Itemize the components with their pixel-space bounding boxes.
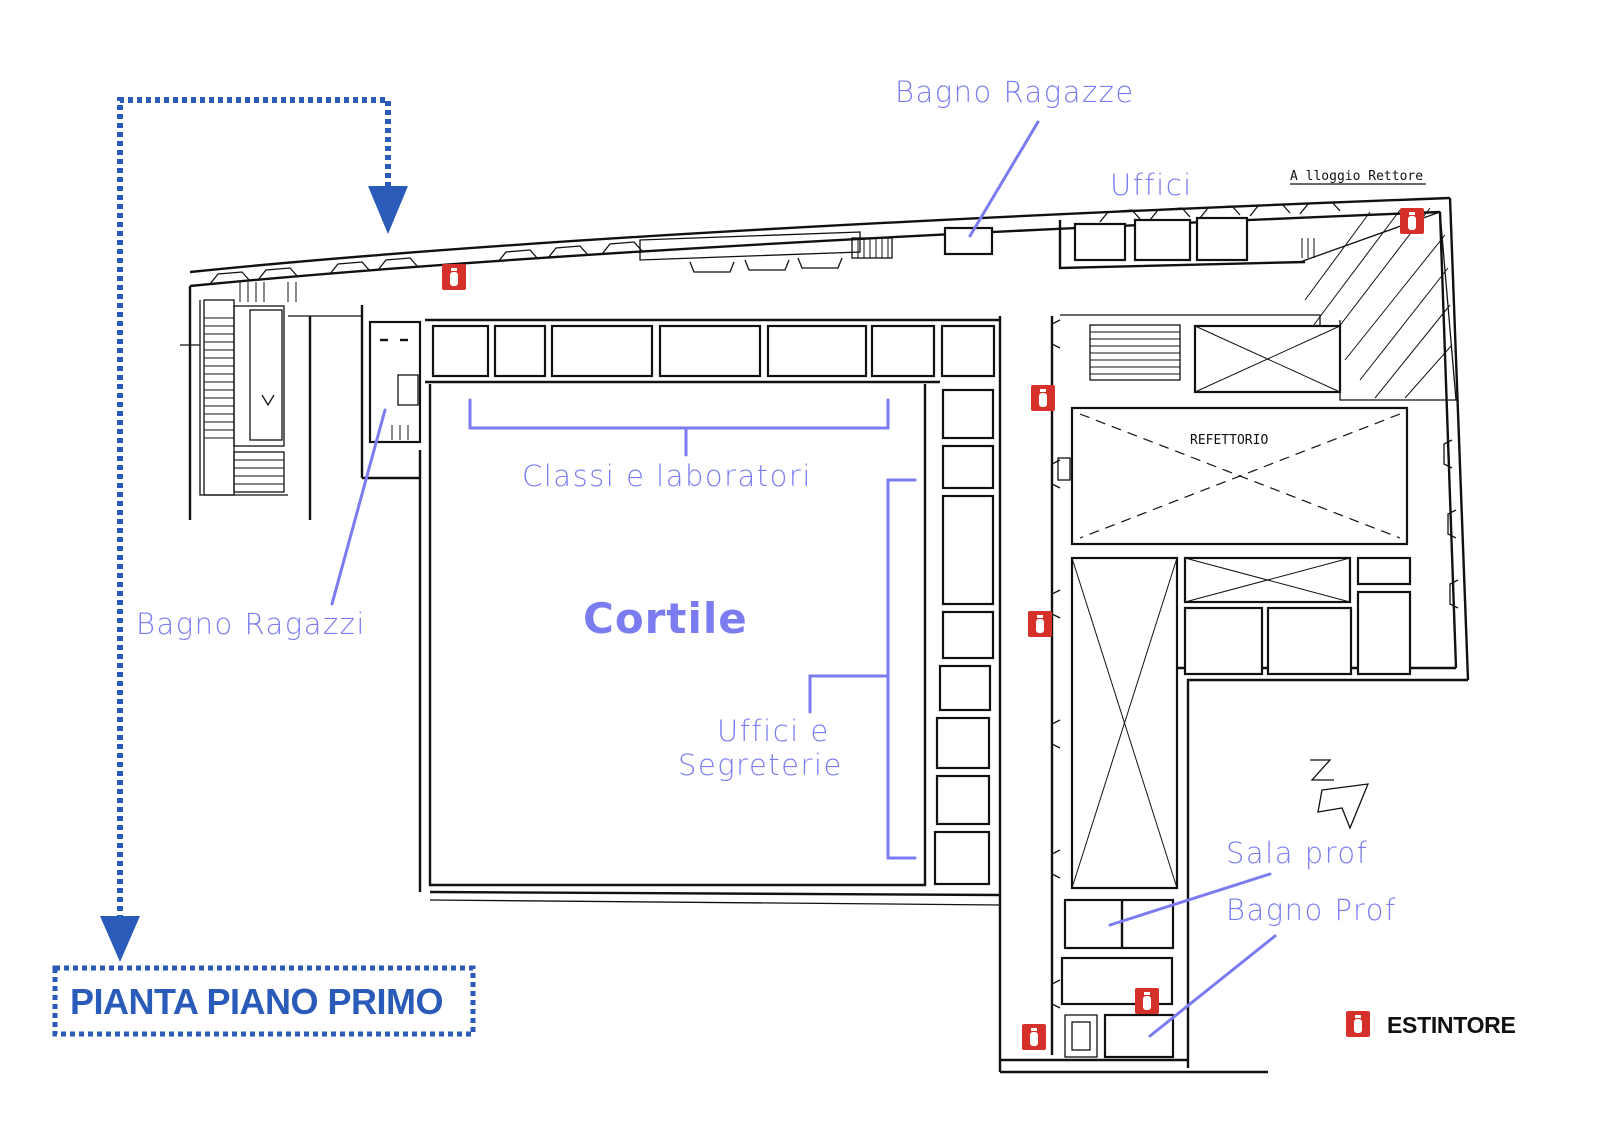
right-staircase xyxy=(1089,324,1342,394)
courtyard xyxy=(428,384,927,887)
legend-estintore-label: ESTINTORE xyxy=(1387,1012,1516,1038)
legend: ESTINTORE xyxy=(1346,1011,1516,1038)
label-leaders xyxy=(330,120,1277,1038)
uffici-top-label: Uffici xyxy=(1110,168,1193,202)
fire-extinguisher-icon xyxy=(1022,1024,1046,1050)
refettorio-label: REFETTORIO xyxy=(1190,433,1268,448)
bagno-ragazze-label: Bagno Ragazze xyxy=(895,75,1135,109)
classi-label: Classi e laboratori xyxy=(522,459,812,493)
refettorio-room: REFETTORIO xyxy=(1070,406,1409,546)
facade-windows xyxy=(209,201,1341,285)
left-staircase xyxy=(203,282,297,496)
page-title: PIANTA PIANO PRIMO xyxy=(70,981,443,1022)
bagno-ragazzi-label: Bagno Ragazzi xyxy=(136,607,366,641)
cortile-label: Cortile xyxy=(583,594,748,643)
floor-navigation-arrow xyxy=(100,97,408,962)
alloggio-label: A lloggio Rettore xyxy=(1290,169,1423,184)
right-windows xyxy=(1051,319,1459,1009)
uffici-segreterie-label-line1: Uffici e xyxy=(717,714,830,748)
offices-column xyxy=(933,388,995,886)
fire-extinguisher-icon xyxy=(1400,208,1424,234)
fire-extinguisher-icon xyxy=(1031,385,1055,411)
classroom-row xyxy=(425,318,1000,384)
lower-right-rooms xyxy=(1060,556,1412,1059)
sala-prof-label: Sala prof xyxy=(1226,836,1368,870)
fire-extinguisher-icon xyxy=(1028,611,1052,637)
top-rooms xyxy=(851,216,1321,390)
bagno-prof-label: Bagno Prof xyxy=(1226,893,1397,927)
fire-extinguisher-icon xyxy=(442,264,466,290)
fire-extinguisher-icon xyxy=(1135,988,1159,1014)
uffici-segreterie-label-line2: Segreterie xyxy=(678,748,843,782)
title-box: PIANTA PIANO PRIMO xyxy=(52,965,476,1037)
bagno-ragazzi-room xyxy=(368,320,422,444)
fire-extinguisher-icon xyxy=(1346,1011,1370,1037)
north-arrow-icon xyxy=(1310,759,1370,830)
